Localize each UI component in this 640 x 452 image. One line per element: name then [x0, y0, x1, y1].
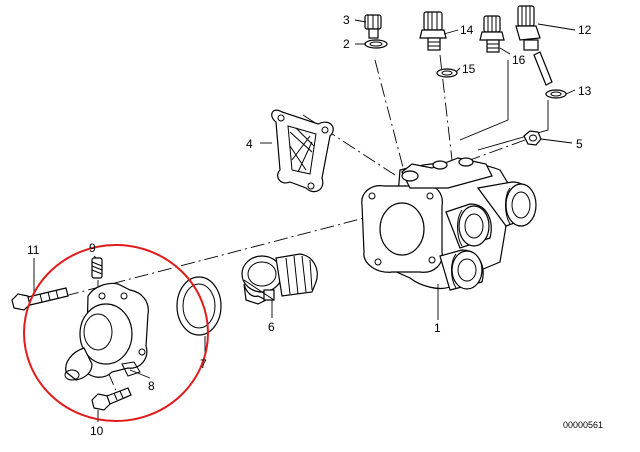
seal-ring-7: [176, 276, 222, 336]
temperature-sensor-12: [515, 5, 553, 86]
callout-6: 6: [268, 320, 275, 334]
seal-ring-2: [364, 39, 388, 49]
callout-13: 13: [578, 84, 592, 98]
hex-bolt-11: [11, 287, 69, 311]
callout-7: 7: [200, 357, 207, 371]
callout-1: 1: [434, 321, 441, 335]
callout-2: 2: [343, 37, 350, 51]
bleeder-screw: [91, 257, 103, 279]
thermostat-housing: [361, 157, 537, 291]
assembly-axis-sensor-14: [439, 54, 453, 161]
callout-3: 3: [343, 13, 350, 27]
callout-11: 11: [27, 243, 40, 257]
thermostat-cover: [64, 282, 149, 381]
assembly-axis-nut: [469, 139, 526, 161]
callout-10: 10: [90, 424, 104, 438]
callout-12: 12: [578, 23, 592, 37]
seal-ring-15: [436, 68, 458, 78]
diagram-reference-number: 00000561: [563, 420, 603, 430]
callout-15: 15: [462, 62, 476, 76]
temperature-sensor-14: [419, 11, 447, 51]
callout-16: 16: [512, 53, 526, 67]
assembly-axis-plug: [374, 59, 406, 176]
callout-5: 5: [576, 137, 583, 151]
seal-ring-13: [545, 89, 567, 99]
assembly-axis-sensor-16: [459, 60, 509, 141]
callout-8: 8: [148, 379, 155, 393]
hex-nut: [523, 130, 542, 146]
assembly-axis-sensor-12: [477, 100, 549, 151]
callout-14: 14: [460, 23, 474, 37]
callout-4: 4: [246, 137, 253, 151]
gasket: [271, 109, 334, 193]
assembly-axis-main: [64, 209, 396, 297]
hex-bolt-10: [91, 387, 132, 411]
screw-plug: [364, 14, 382, 39]
callout-9: 9: [89, 241, 96, 255]
temperature-sensor-16: [479, 15, 505, 53]
thermostat: [241, 253, 318, 305]
highlight-circle: [23, 244, 209, 422]
